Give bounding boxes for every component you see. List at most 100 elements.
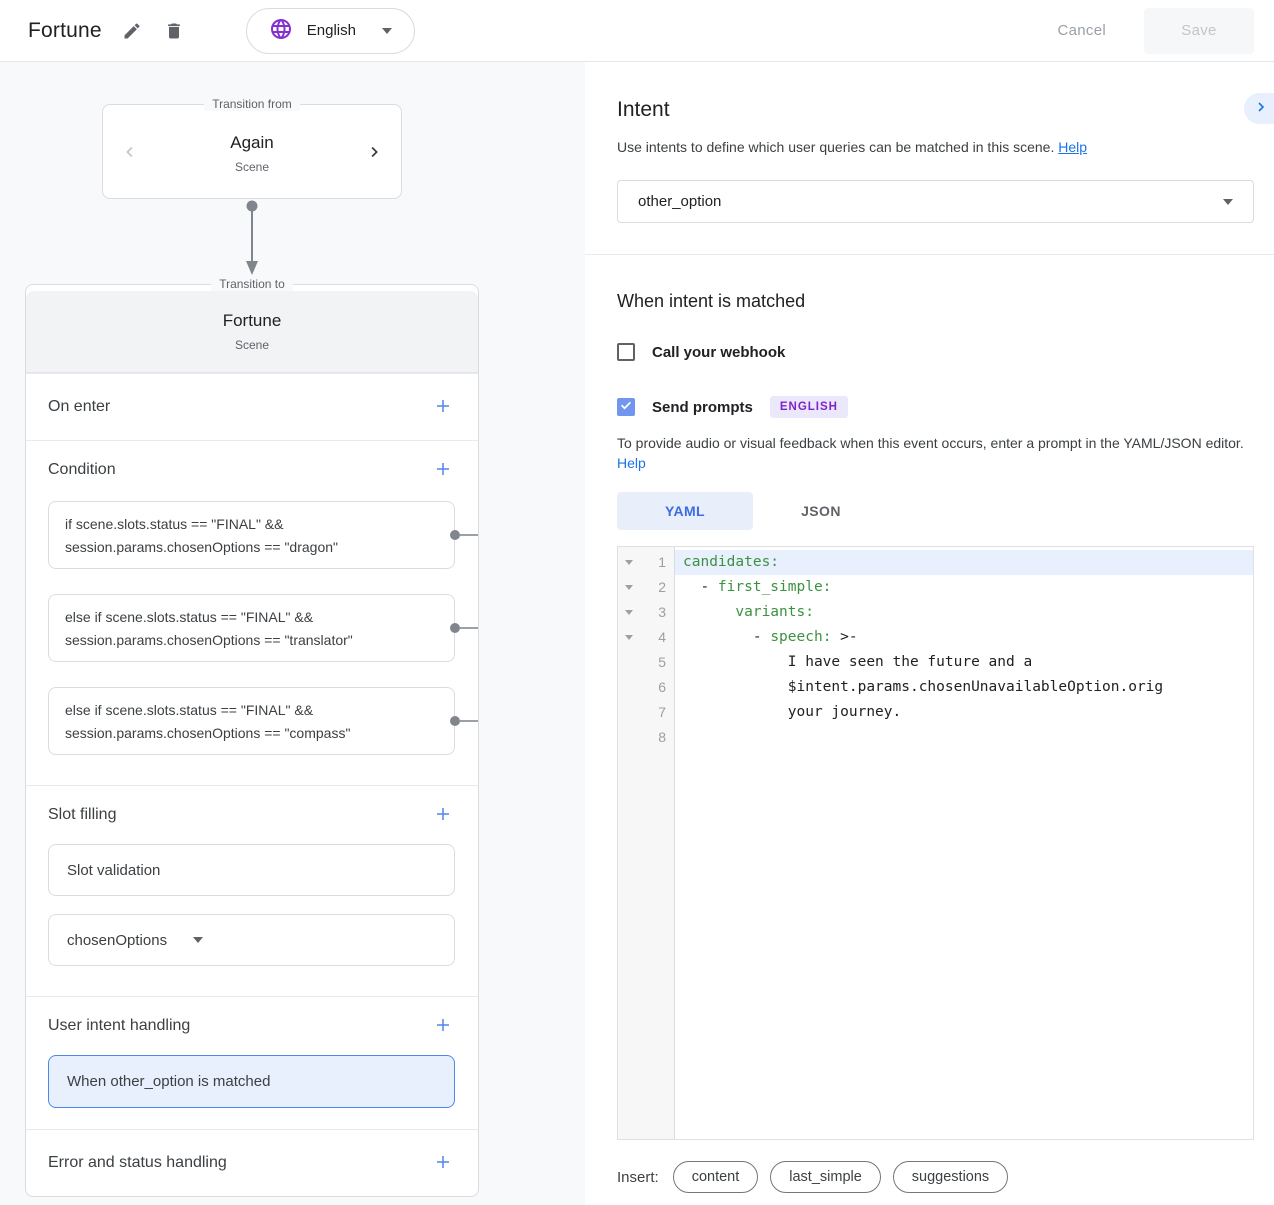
intent-select[interactable]: other_option — [617, 180, 1254, 223]
line-number: 3 — [658, 604, 666, 620]
gutter-row: 4 — [618, 625, 674, 650]
plus-icon — [434, 460, 452, 481]
code-line-3[interactable]: variants: — [675, 600, 1253, 625]
prompts-help-link[interactable]: Help — [617, 455, 646, 471]
edit-title-button[interactable] — [116, 15, 148, 47]
intent-select-value: other_option — [638, 193, 722, 210]
add-condition-button[interactable] — [430, 456, 456, 485]
line-number: 5 — [658, 654, 666, 670]
scene-card-header: Fortune Scene — [26, 291, 478, 373]
transition-arrow — [25, 199, 479, 277]
fold-arrow-icon[interactable] — [625, 585, 633, 590]
condition-expression-line1: else if scene.slots.status == "FINAL" && — [65, 609, 314, 625]
language-selector[interactable]: English — [245, 7, 415, 54]
add-on-enter-button[interactable] — [430, 393, 456, 422]
user-intent-label: User intent handling — [48, 1017, 191, 1034]
code-line-1[interactable]: candidates: — [675, 550, 1253, 575]
condition-expression-line1: else if scene.slots.status == "FINAL" && — [65, 702, 314, 718]
chevron-down-icon — [381, 27, 392, 34]
gutter-row: 7 — [618, 700, 674, 725]
checkmark-icon — [619, 398, 633, 417]
yaml-text: - — [683, 579, 718, 595]
send-prompts-label[interactable]: Send prompts — [652, 398, 753, 416]
transition-from-card: Transition from Again Scene — [102, 97, 402, 199]
condition-expression-line1: if scene.slots.status == "FINAL" && — [65, 516, 284, 532]
condition-box[interactable]: else if scene.slots.status == "FINAL" &&… — [48, 594, 455, 662]
pencil-icon — [122, 21, 142, 41]
plus-icon — [434, 1153, 452, 1174]
add-intent-handler-button[interactable] — [430, 1012, 456, 1041]
code-line-4[interactable]: - speech: >- — [675, 625, 1253, 650]
insert-row: Insert: content last_simple suggestions — [617, 1161, 1254, 1193]
tab-json[interactable]: JSON — [753, 492, 889, 530]
gutter-row: 8 — [618, 725, 674, 750]
error-handling-section: Error and status handling — [26, 1129, 478, 1196]
slot-name-label: chosenOptions — [67, 931, 168, 949]
insert-chip-content[interactable]: content — [672, 1161, 759, 1193]
webhook-row: Call your webhook — [617, 343, 1254, 361]
app-header: Fortune English Cancel Save — [0, 0, 1274, 62]
editor-code-area[interactable]: candidates: - first_simple: variants: - … — [675, 547, 1253, 1139]
prompts-description: To provide audio or visual feedback when… — [617, 433, 1254, 473]
collapse-panel-button[interactable] — [1244, 93, 1274, 124]
intent-handler-selected[interactable]: When other_option is matched — [48, 1055, 455, 1108]
insert-chip-last_simple[interactable]: last_simple — [770, 1161, 881, 1193]
add-error-handler-button[interactable] — [430, 1149, 456, 1178]
slot-validation-box[interactable]: Slot validation — [48, 844, 455, 896]
scene-graph-panel: Transition from Again Scene — [0, 62, 585, 1205]
code-line-6[interactable]: $intent.params.chosenUnavailableOption.o… — [675, 675, 1253, 700]
slot-filling-section: Slot filling Slot validation chosenOptio… — [26, 785, 478, 996]
transition-from-legend: Transition from — [204, 97, 300, 111]
cancel-button[interactable]: Cancel — [1040, 12, 1125, 49]
fold-arrow-icon[interactable] — [625, 610, 633, 615]
add-slot-button[interactable] — [430, 801, 456, 830]
webhook-label[interactable]: Call your webhook — [652, 343, 786, 361]
insert-label: Insert: — [617, 1168, 659, 1186]
to-scene-type: Scene — [234, 338, 270, 352]
condition-section: Condition if scene.slots.status == "FINA… — [26, 440, 478, 785]
yaml-text: $intent.params.chosenUnavailableOption.o… — [683, 679, 1164, 695]
intent-help-link[interactable]: Help — [1058, 139, 1088, 155]
fold-arrow-icon[interactable] — [625, 560, 633, 565]
panel-description-text: Use intents to define which user queries… — [617, 139, 1055, 155]
panel-divider — [585, 254, 1274, 255]
globe-icon — [269, 17, 293, 44]
yaml-text: >- — [831, 629, 858, 645]
condition-expression-line2: session.params.chosenOptions == "transla… — [65, 632, 353, 648]
tab-yaml[interactable]: YAML — [617, 492, 753, 530]
condition-expression-line2: session.params.chosenOptions == "compass… — [65, 725, 351, 741]
condition-box[interactable]: else if scene.slots.status == "FINAL" &&… — [48, 687, 455, 755]
condition-box[interactable]: if scene.slots.status == "FINAL" && sess… — [48, 501, 455, 569]
send-prompts-checkbox[interactable] — [617, 398, 635, 416]
code-line-5[interactable]: I have seen the future and a — [675, 650, 1253, 675]
yaml-key: first_simple: — [717, 579, 832, 595]
code-line-7[interactable]: your journey. — [675, 700, 1253, 725]
next-scene-button[interactable] — [361, 139, 387, 168]
language-badge: ENGLISH — [769, 396, 848, 418]
code-line-8[interactable] — [675, 725, 1253, 750]
line-number: 7 — [658, 704, 666, 720]
yaml-key: candidates: — [683, 554, 780, 570]
condition-row: if scene.slots.status == "FINAL" && sess… — [48, 501, 478, 569]
plus-icon — [434, 1016, 452, 1037]
fold-arrow-icon[interactable] — [625, 635, 633, 640]
slot-chosenoptions-box[interactable]: chosenOptions — [48, 914, 455, 966]
line-number: 8 — [658, 729, 666, 745]
editor-tabs: YAML JSON — [617, 492, 1254, 530]
save-button[interactable]: Save — [1144, 7, 1254, 54]
insert-chip-suggestions[interactable]: suggestions — [892, 1161, 1009, 1193]
from-scene-name[interactable]: Again — [230, 132, 274, 152]
slot-validation-label: Slot validation — [67, 861, 161, 879]
webhook-checkbox[interactable] — [617, 343, 635, 361]
code-line-2[interactable]: - first_simple: — [675, 575, 1253, 600]
gutter-row: 3 — [618, 600, 674, 625]
yaml-text — [683, 604, 735, 620]
connector-dot — [450, 623, 460, 633]
panel-description: Use intents to define which user queries… — [617, 137, 1254, 157]
on-enter-label: On enter — [48, 398, 111, 415]
yaml-key: speech: — [770, 629, 832, 645]
delete-scene-button[interactable] — [158, 15, 190, 47]
prev-scene-button[interactable] — [117, 139, 143, 168]
